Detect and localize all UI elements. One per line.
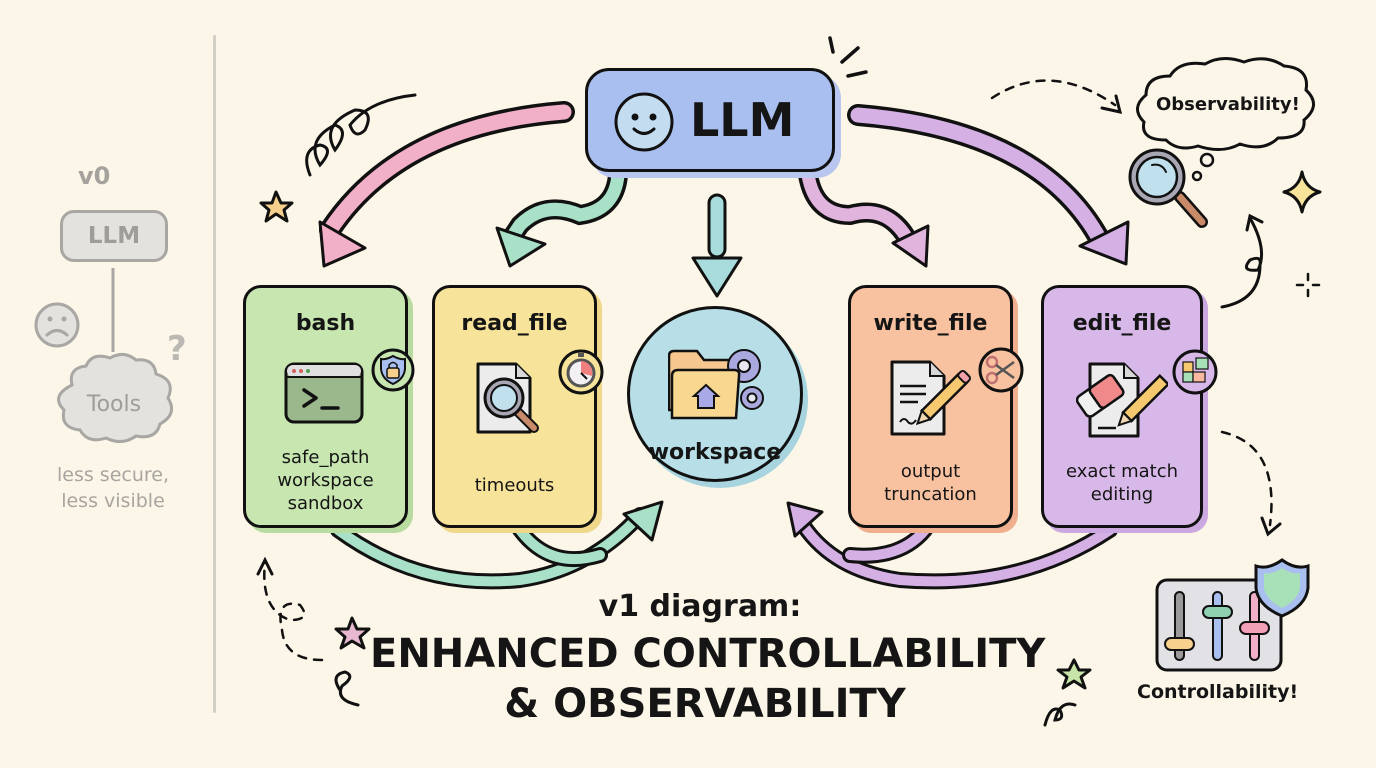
- sparkle-decoration: [1295, 272, 1321, 298]
- tool-name: bash: [295, 311, 356, 336]
- diagram-title-line2: & OBSERVABILITY: [504, 681, 906, 727]
- tool-features: timeouts: [435, 474, 594, 497]
- llm-label: LLM: [690, 93, 795, 147]
- cloud-icon: [57, 353, 174, 443]
- workspace-label: workspace: [648, 440, 782, 465]
- tool-feature-line: truncation: [884, 484, 977, 505]
- arrow-llm-to-bash: [318, 101, 575, 268]
- arrow-llm-to-read-file: [495, 165, 628, 268]
- tool-features: exact match editing: [1044, 460, 1200, 506]
- star-decoration: [1056, 658, 1092, 690]
- thought-bubble-dot: [1191, 170, 1203, 182]
- question-mark-icon: ?: [167, 329, 187, 369]
- stopwatch-icon: [558, 349, 604, 395]
- puzzle-icon: [1172, 349, 1218, 395]
- thought-cloud-icon: [1136, 57, 1315, 151]
- version-divider: [213, 35, 216, 713]
- smiley-face-icon: [614, 92, 674, 152]
- star-decoration: [334, 616, 371, 650]
- sad-face-icon: [34, 302, 80, 348]
- shield-inner: [1264, 568, 1300, 608]
- terminal-icon: [284, 362, 364, 424]
- v0-note-line: less visible: [61, 490, 165, 512]
- tool-feature-line: safe_path: [281, 447, 370, 468]
- arrow-bash-to-workspace: [330, 500, 664, 590]
- tool-feature-line: output: [900, 461, 961, 482]
- diagram-title-line1: ENHANCED CONTROLLABILITY: [370, 631, 1046, 677]
- shield-lock-icon: [371, 348, 415, 392]
- v0-note: less secure, less visible: [34, 462, 192, 514]
- diagram-subtitle: v1 diagram:: [598, 589, 802, 624]
- dashed-loop-decoration: [256, 556, 324, 662]
- v0-title: v0: [78, 162, 111, 190]
- arrow-llm-to-edit-file: [847, 104, 1130, 266]
- v0-tools-label: Tools: [86, 392, 142, 417]
- scissors-icon: [978, 347, 1024, 393]
- folder-gears-icon: [668, 349, 764, 420]
- arrow-llm-to-workspace: [691, 193, 743, 298]
- tool-feature-line: sandbox: [287, 493, 364, 514]
- file-pencil-icon: [890, 360, 971, 436]
- curly-arrow-decoration: [1220, 213, 1264, 309]
- thought-bubble-dot: [1199, 152, 1215, 168]
- tool-features: safe_path workspace sandbox: [246, 446, 405, 515]
- tool-feature-line: workspace: [277, 470, 374, 491]
- v0-note-line: less secure,: [56, 464, 169, 486]
- magnifier-icon: [1128, 148, 1208, 228]
- squiggle-decoration: [1043, 702, 1077, 727]
- controllability-label: Controllability!: [1137, 681, 1299, 703]
- eraser-pencil-icon: [1076, 362, 1168, 438]
- sliders-icon: [1155, 578, 1283, 672]
- tool-feature-line: editing: [1090, 484, 1154, 505]
- tool-feature-line: exact match: [1065, 461, 1179, 482]
- dashed-arrow-decoration: [1220, 430, 1282, 537]
- dashed-arrow-decoration: [990, 79, 1123, 114]
- arrow-llm-to-write-file: [798, 165, 930, 268]
- tool-name: read_file: [461, 311, 568, 336]
- tool-name: edit_file: [1072, 311, 1172, 336]
- v0-llm-box: LLM: [60, 210, 168, 262]
- tool-name: write_file: [873, 311, 988, 336]
- squiggle-decoration: [334, 670, 360, 707]
- file-search-icon: [476, 362, 539, 434]
- burst-lines-decoration: [828, 36, 868, 78]
- v0-llm-label: LLM: [87, 223, 141, 249]
- tool-feature-line: timeouts: [474, 475, 555, 496]
- sparkle-decoration: [1282, 170, 1322, 214]
- star-decoration: [259, 190, 294, 223]
- tool-features: output truncation: [851, 460, 1010, 506]
- squiggle-loop-decoration: [305, 93, 417, 177]
- arrow-tools-to-workspace-purple: [786, 501, 1118, 590]
- observability-label: Observability!: [1156, 94, 1300, 115]
